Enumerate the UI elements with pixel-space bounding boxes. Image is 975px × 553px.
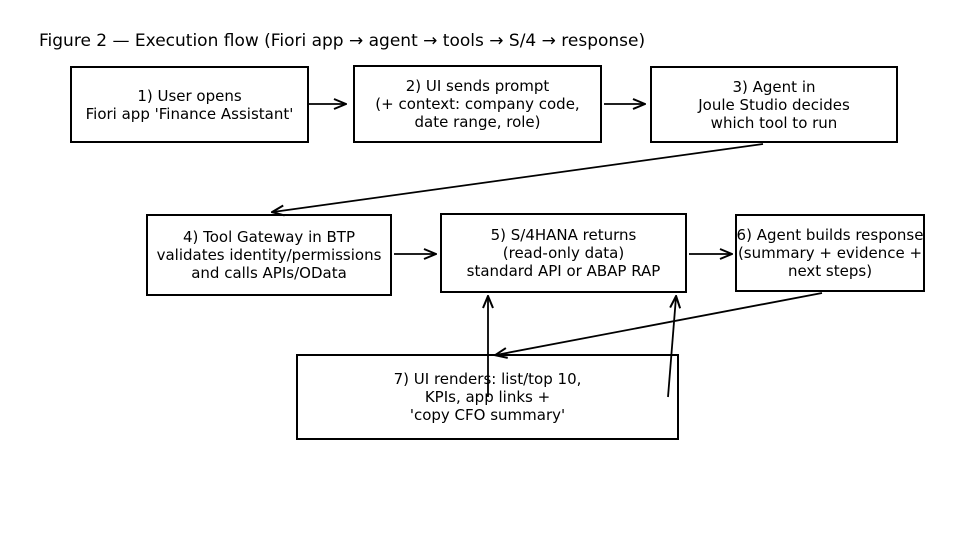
- box-1-line-1: 1) User opens: [137, 86, 242, 105]
- flow-box-4-tool-gateway: 4) Tool Gateway in BTP validates identit…: [146, 214, 392, 296]
- flow-box-3-agent-decides: 3) Agent in Joule Studio decides which t…: [650, 66, 898, 143]
- box-2-line-1: 2) UI sends prompt: [405, 77, 550, 95]
- box-2-line-3: date range, role): [414, 113, 541, 131]
- box-6-line-3: next steps): [787, 262, 873, 280]
- box-5-line-1: 5) S/4HANA returns: [490, 226, 637, 244]
- arrow-box3-to-box4-diagonal: [273, 143, 764, 212]
- flow-box-6-agent-builds-response: 6) Agent builds response (summary + evid…: [735, 214, 925, 292]
- arrow-box6-to-box7-diagonal: [496, 292, 823, 355]
- box-3-line-1: 3) Agent in: [732, 77, 816, 96]
- box-1-line-2: Fiori app 'Finance Assistant': [85, 104, 294, 123]
- box-7-line-3: 'copy CFO summary': [409, 406, 566, 424]
- flow-box-2-ui-sends-prompt: 2) UI sends prompt (+ context: company c…: [353, 65, 602, 143]
- flow-box-5-s4hana-returns: 5) S/4HANA returns (read-only data) stan…: [440, 213, 687, 293]
- box-7-line-1: 7) UI renders: list/top 10,: [393, 370, 582, 388]
- box-7-line-2: KPIs, app links +: [424, 388, 551, 406]
- box-4-line-3: and calls APIs/OData: [191, 264, 347, 282]
- box-3-line-2: Joule Studio decides: [698, 95, 850, 114]
- box-3-line-3: which tool to run: [710, 113, 838, 132]
- figure-title: Figure 2 — Execution flow (Fiori app → a…: [39, 31, 646, 51]
- box-5-line-3: standard API or ABAP RAP: [466, 262, 661, 280]
- box-4-line-2: validates identity/permissions: [156, 246, 382, 264]
- box-6-line-1: 6) Agent builds response: [736, 226, 924, 244]
- flow-box-1-user-opens: 1) User opens Fiori app 'Finance Assista…: [70, 66, 309, 143]
- box-2-line-2: (+ context: company code,: [375, 95, 580, 113]
- flow-box-7-ui-renders: 7) UI renders: list/top 10, KPIs, app li…: [296, 354, 679, 440]
- box-4-line-1: 4) Tool Gateway in BTP: [182, 228, 356, 246]
- box-5-line-2: (read-only data): [502, 244, 625, 262]
- box-6-line-2: (summary + evidence +: [737, 244, 923, 262]
